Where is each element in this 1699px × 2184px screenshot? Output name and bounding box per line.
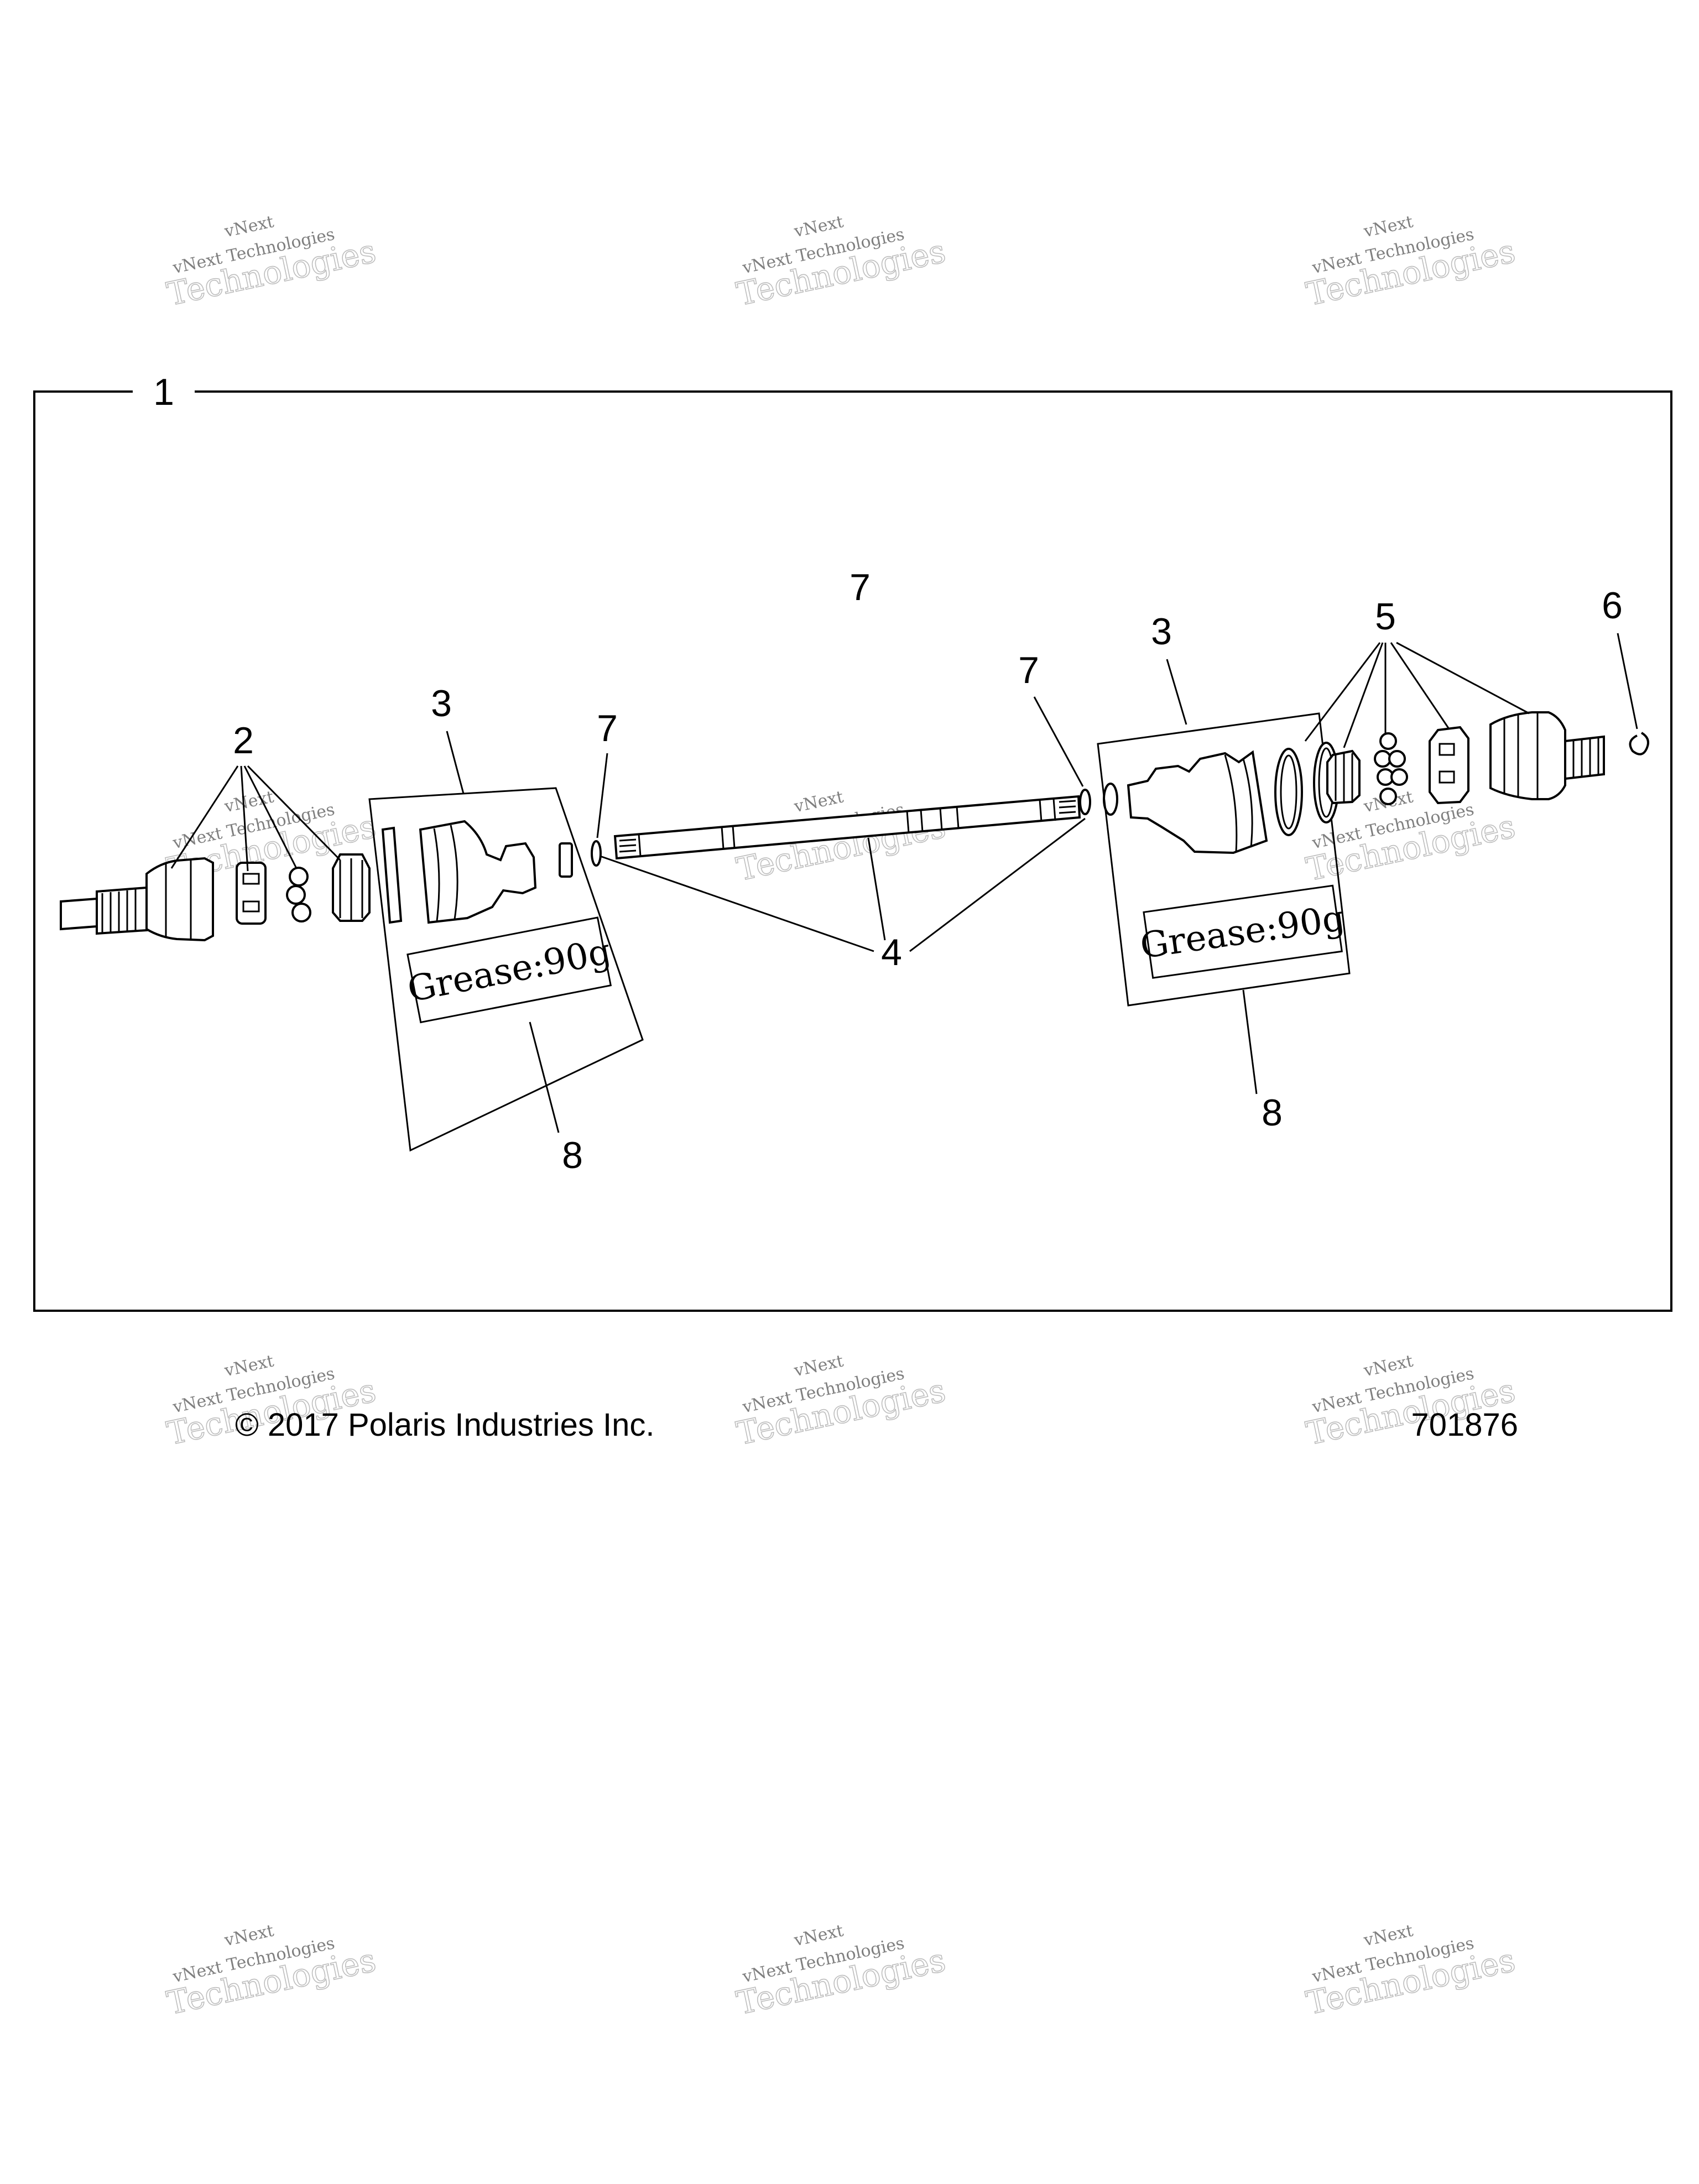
callout-grease-left: 8	[562, 1134, 583, 1176]
callout-grease-right: 8	[1262, 1092, 1283, 1134]
stop-ring-left	[591, 840, 602, 867]
svg-text:vNext: vNext	[1362, 1351, 1415, 1380]
svg-text:vNext: vNext	[792, 1921, 845, 1950]
svg-text:vNext: vNext	[222, 212, 275, 241]
callout-ring-top: 7	[850, 566, 871, 608]
svg-text:vNext: vNext	[792, 1351, 845, 1380]
svg-text:vNext: vNext	[222, 1921, 275, 1950]
callout-ring-left: 7	[597, 707, 618, 749]
watermark: vNext vNext Technologies Technologies	[733, 1921, 949, 2022]
boot-kit-right: Grease:90g	[1127, 748, 1347, 979]
watermark: vNext vNext Technologies Technologies	[1302, 1921, 1519, 2022]
leader-shaft	[600, 817, 1086, 952]
leader-ring-left	[596, 753, 608, 838]
watermark-layer: vNext vNext Technologies Technologies vN…	[163, 212, 1519, 2022]
stop-ring-right	[1079, 789, 1091, 815]
copyright-text: © 2017 Polaris Industries Inc.	[235, 1407, 654, 1443]
svg-text:vNext: vNext	[1362, 212, 1415, 241]
leader-grease-right	[1242, 989, 1258, 1094]
retaining-clip	[1629, 732, 1649, 755]
leader-outer-cv-joint	[170, 765, 341, 872]
callout-ring-right: 7	[1018, 649, 1039, 691]
outer-cv-joint	[60, 853, 371, 942]
watermark: vNext vNext Technologies Technologies	[1302, 212, 1519, 313]
callout-assembly: 1	[153, 371, 174, 413]
callout-boot-kit-right: 3	[1151, 611, 1172, 653]
boot-kit-left: Grease:90g	[381, 820, 614, 1024]
leader-boot-kit-left	[446, 731, 465, 794]
svg-text:vNext: vNext	[222, 1351, 275, 1380]
callout-retaining-ring: 6	[1602, 585, 1623, 627]
leader-grease-left	[529, 1021, 560, 1133]
watermark: vNext vNext Technologies Technologies	[733, 1351, 949, 1452]
part-number: 701876	[1411, 1407, 1518, 1443]
watermark: vNext vNext Technologies Technologies	[163, 212, 379, 313]
callout-boot-kit-left: 3	[431, 682, 452, 724]
boot-kit-frame-left	[368, 787, 644, 1152]
watermark: vNext vNext Technologies Technologies	[163, 1921, 379, 2022]
svg-text:vNext: vNext	[1362, 1921, 1415, 1950]
leader-retaining-ring	[1617, 633, 1638, 729]
leader-inner-cv-joint	[1304, 642, 1530, 748]
assembly-frame	[33, 390, 1672, 1312]
callout-inner-cv-joint: 5	[1375, 596, 1396, 638]
leader-boot-kit-right	[1166, 659, 1187, 725]
axle-shaft	[613, 795, 1081, 860]
boot-kit-frame-right	[1097, 712, 1351, 1007]
callout-outer-cv-joint: 2	[233, 720, 254, 762]
svg-text:vNext: vNext	[792, 212, 845, 241]
watermark: vNext vNext Technologies Technologies	[733, 212, 949, 313]
leader-ring-right	[1033, 696, 1084, 787]
inner-cv-joint	[1313, 711, 1605, 823]
svg-text:vNext: vNext	[792, 787, 845, 816]
